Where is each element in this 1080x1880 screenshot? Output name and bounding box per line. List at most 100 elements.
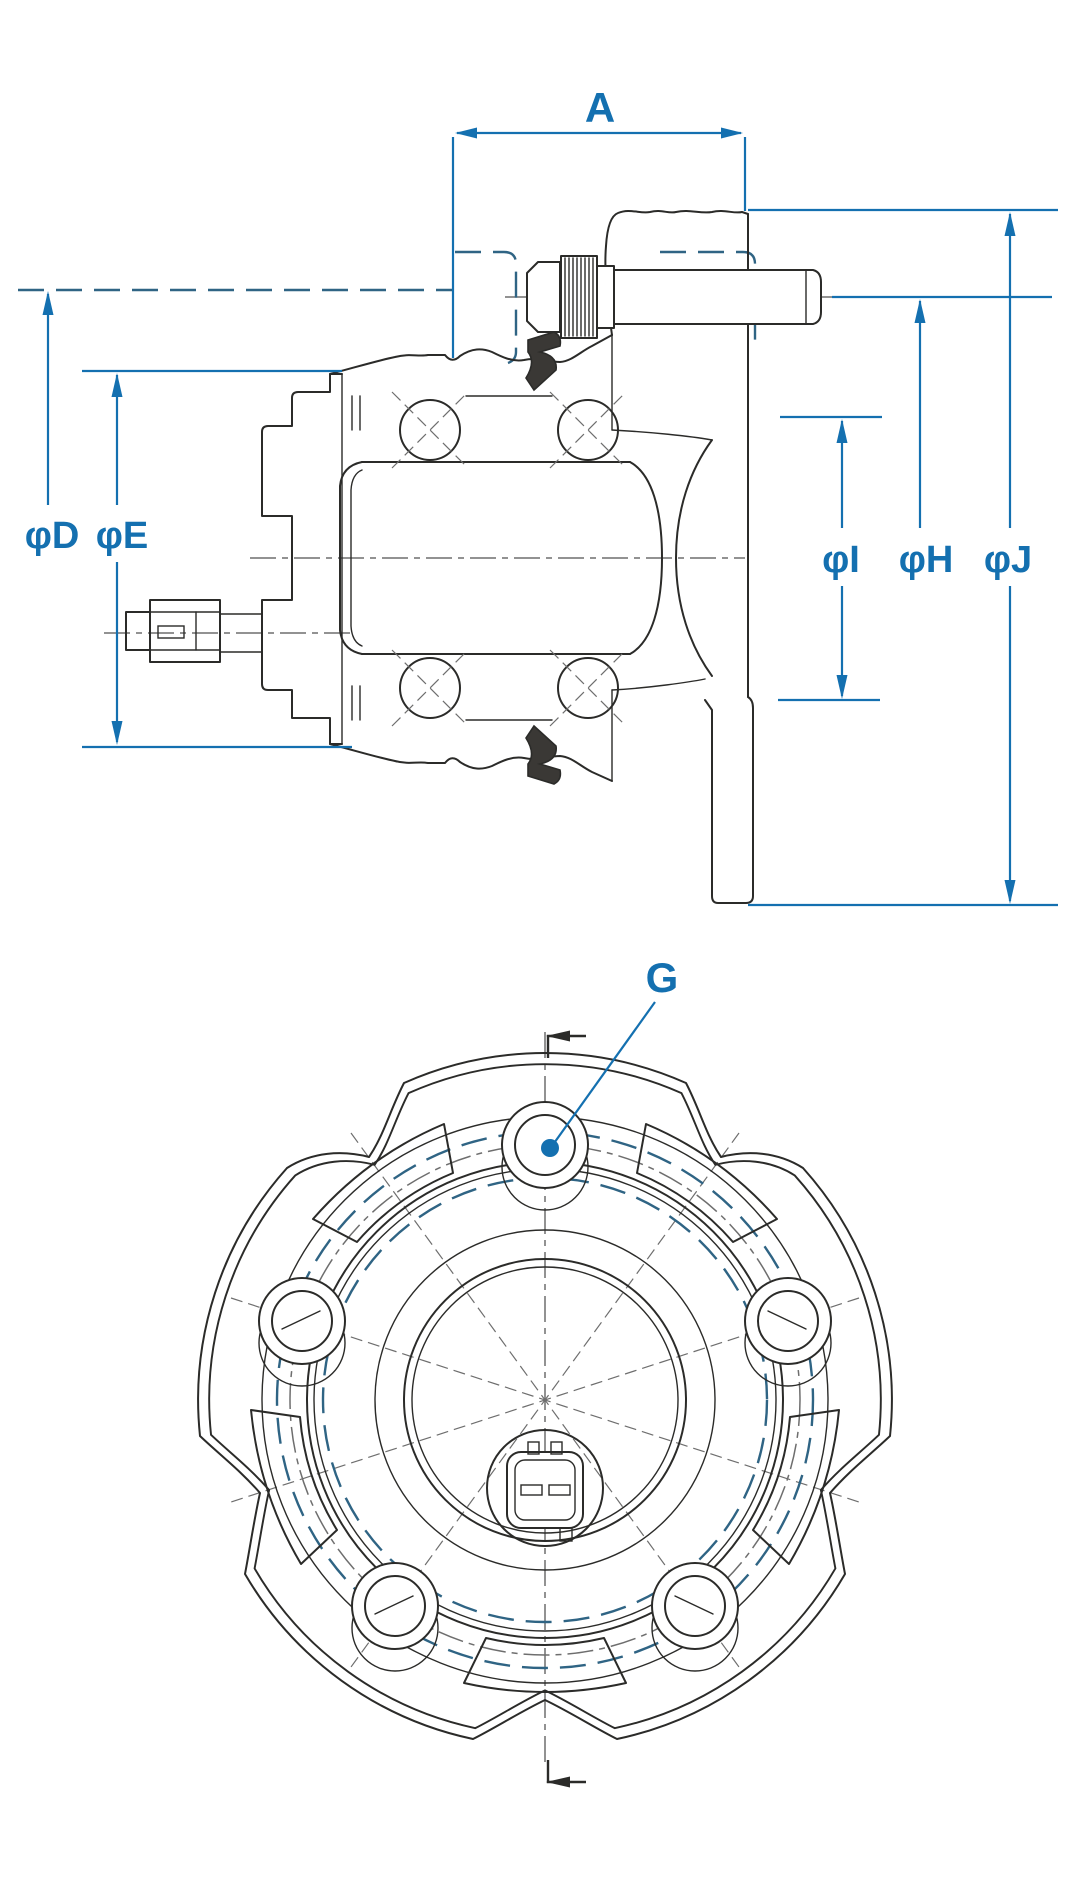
stud-knurl-hatch [564, 257, 594, 337]
front-view: G [197, 954, 893, 1788]
spindle-end-flare [339, 461, 363, 655]
dim-d-label: φD [25, 515, 80, 557]
rib-window [250, 1409, 338, 1565]
dim-g-dot [541, 1139, 559, 1157]
hole-inner [271, 1290, 333, 1352]
dim-e-arrow-down [111, 721, 123, 745]
stud-collar [596, 265, 615, 329]
ball [549, 649, 627, 727]
rib-window [752, 1409, 840, 1565]
rib-window [636, 1123, 778, 1243]
dimension-d: φD [25, 291, 80, 557]
bolt-hole-lower-right [651, 1562, 739, 1672]
outer-race-top-profile [329, 334, 613, 375]
abs-connector-front [486, 1429, 604, 1547]
bolt-hole-upper-right [744, 1277, 832, 1387]
abs-connector-body [149, 599, 221, 663]
knuckle-flange [261, 373, 361, 745]
hole-inner [664, 1575, 726, 1637]
hole-inner [364, 1575, 426, 1637]
rotor-hat-phantom-right [660, 250, 757, 348]
connector-latch [559, 1527, 573, 1542]
dim-e-label: φE [96, 515, 149, 557]
connector-terminal [157, 625, 185, 639]
stud-shank [613, 269, 822, 325]
hole-inner [757, 1290, 819, 1352]
bolt-hole-top [501, 1101, 589, 1211]
rib-window [463, 1637, 627, 1693]
dim-i-arrow-down [836, 675, 848, 699]
dim-a-label: A [585, 84, 615, 131]
bearing-balls [391, 391, 627, 727]
scallop-outline [197, 1052, 893, 1740]
connector-tab [550, 1441, 563, 1455]
bearing-seals [525, 331, 562, 785]
dimension-g: G [541, 954, 678, 1157]
dim-h-arrow-up [914, 299, 926, 323]
seal-top [525, 331, 562, 392]
flange-web-bowl [675, 439, 713, 677]
connector-body-front [506, 1451, 584, 1529]
section-view: A φD φE φI φH [18, 84, 1058, 907]
abs-connector-plug [125, 611, 151, 651]
dimension-a: A [451, 84, 747, 358]
hole-inner [514, 1114, 576, 1176]
inner-rings [339, 461, 663, 655]
hole-chamfer-line [281, 1310, 321, 1330]
dimension-i: φI [778, 415, 882, 702]
web-shelf-bottom [611, 678, 706, 691]
ball-circle [399, 657, 461, 719]
bolt-holes [258, 1101, 832, 1672]
dim-e-arrow-up [111, 373, 123, 397]
rotor-hat-phantom-left [455, 250, 518, 365]
dim-a-arrow-left [455, 127, 477, 139]
bore-ring-outer [403, 1258, 687, 1542]
ball-circle [399, 399, 461, 461]
ball [391, 649, 469, 727]
bore-ring-inner [411, 1266, 679, 1534]
bolt-hole-lower-left [351, 1562, 439, 1672]
section-marks [546, 1030, 586, 1788]
dim-j-arrow-up [1004, 212, 1016, 236]
ball-circle [557, 657, 619, 719]
dim-i-label: φI [822, 539, 860, 581]
outer-race-bottom-profile [329, 743, 613, 782]
hole-chamfer-line [674, 1595, 714, 1615]
connector-boss-circle [486, 1429, 604, 1547]
dimension-j: φJ [748, 208, 1058, 907]
wheel-stud [526, 255, 822, 339]
dimension-h: φH [832, 295, 1052, 581]
dim-d-arrow-up [42, 291, 54, 315]
dim-i-arrow-up [836, 419, 848, 443]
rib-windows [250, 1123, 840, 1693]
rotor-pilot-skirt [704, 696, 754, 904]
flange-top-edge [604, 210, 749, 336]
web-shelf-top [611, 429, 713, 441]
dim-j-label: φJ [984, 539, 1032, 581]
hub-waist-curve [629, 461, 663, 655]
bolt-hole-upper-left [258, 1277, 346, 1387]
connector-tab [527, 1441, 540, 1455]
connector-terminal-slot [520, 1484, 543, 1496]
section-mark-top-arrow [546, 1030, 570, 1042]
spindle-end-cap [350, 469, 363, 647]
knuckle-flange-outline [261, 373, 343, 745]
dim-g-leader [551, 1001, 656, 1147]
dim-a-arrow-right [721, 127, 743, 139]
flange-outer-edge [197, 1052, 893, 1740]
connector-body-inner [514, 1459, 576, 1521]
stud-head [526, 261, 561, 333]
hole-chamfer-line [767, 1310, 807, 1330]
rib-window [312, 1123, 454, 1243]
step-ring [374, 1229, 716, 1571]
section-mark-bottom-arrow [546, 1776, 570, 1788]
stud-knurl [560, 255, 598, 339]
dimension-e: φE [82, 369, 352, 749]
ball [391, 391, 469, 469]
abs-connector [125, 599, 263, 663]
seal-bottom [525, 724, 562, 785]
bearing-outer-race [329, 334, 613, 782]
connector-terminal-slot [548, 1484, 571, 1496]
